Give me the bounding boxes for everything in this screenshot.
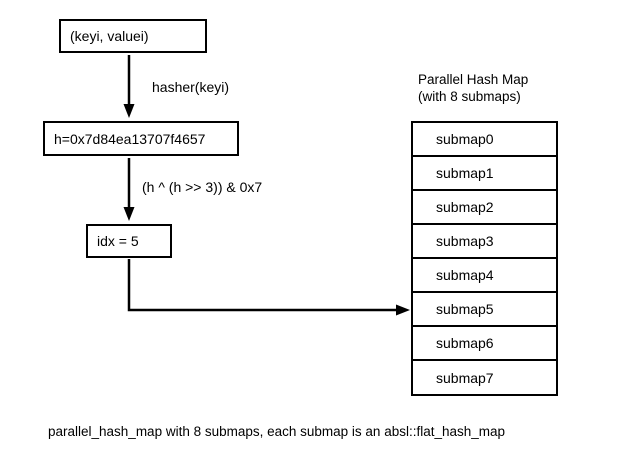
arrow-to-submap5 (127, 259, 410, 316)
hash-value-label: h=0x7d84ea13707f4657 (54, 130, 206, 147)
submap-row-label: submap3 (436, 233, 494, 249)
submap-row-label: submap6 (436, 335, 494, 351)
submap-row-6: submap6 (413, 327, 556, 361)
key-value-box: (keyi, valuei) (59, 19, 207, 53)
hasher-edge-label: hasher(keyi) (152, 79, 230, 95)
map-title-line2: (with 8 submaps) (418, 89, 521, 104)
idx-label: idx = 5 (97, 233, 139, 249)
arrow-hasher (123, 55, 135, 118)
submap-row-label: submap1 (436, 165, 494, 181)
submap-row-label: submap0 (436, 131, 494, 147)
hash-value-box: h=0x7d84ea13707f4657 (43, 121, 239, 156)
diagram-caption: parallel_hash_map with 8 submaps, each s… (48, 424, 506, 439)
idx-box: idx = 5 (86, 224, 172, 258)
mix-edge-label: (h ^ (h >> 3)) & 0x7 (142, 179, 263, 195)
parallel-hash-map-title: Parallel Hash Map (with 8 submaps) (418, 71, 528, 105)
submap-row-7: submap7 (413, 361, 556, 394)
submap-row-3: submap3 (413, 225, 556, 259)
submap-row-label: submap7 (436, 369, 494, 386)
submap-row-0: submap0 (413, 123, 556, 157)
key-value-label: (keyi, valuei) (70, 28, 149, 44)
submap-row-4: submap4 (413, 259, 556, 293)
submap-row-2: submap2 (413, 191, 556, 225)
submap-stack: submap0 submap1 submap2 submap3 submap4 … (411, 121, 558, 396)
map-title-line1: Parallel Hash Map (418, 72, 529, 87)
submap-row-label: submap2 (436, 199, 494, 215)
submap-row-5: submap5 (413, 293, 556, 327)
submap-row-1: submap1 (413, 157, 556, 191)
arrow-mix (123, 158, 135, 221)
submap-row-label: submap5 (436, 301, 494, 317)
submap-row-label: submap4 (436, 267, 494, 283)
